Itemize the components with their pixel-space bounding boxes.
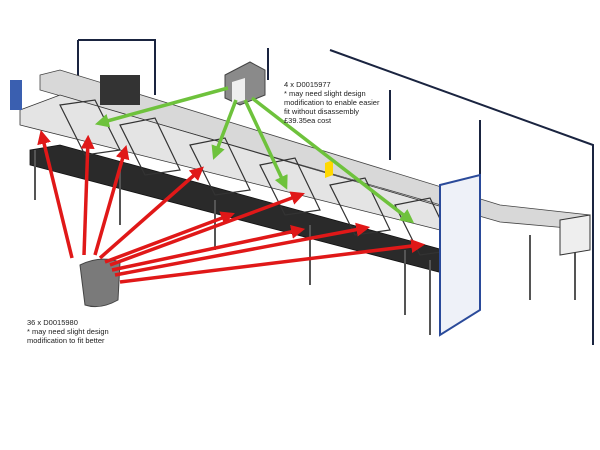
bottom-part-note-1: * may need slight design bbox=[27, 327, 109, 336]
top-part-cost: £39.35ea cost bbox=[284, 116, 332, 125]
guard-cage bbox=[439, 173, 481, 337]
top-part-note-2: modification to enable easier bbox=[284, 98, 380, 107]
part-d0015977 bbox=[224, 61, 266, 106]
red-arrows bbox=[37, 129, 426, 284]
cabinet bbox=[100, 75, 140, 105]
control-panel bbox=[10, 80, 22, 110]
top-part-note-3: fit without disassembly bbox=[284, 107, 360, 116]
guard-frame bbox=[77, 39, 594, 345]
part-d0015980 bbox=[79, 258, 121, 308]
top-part-quantity: 4 x D0015977 bbox=[284, 80, 331, 89]
green-arrows bbox=[94, 86, 415, 224]
bottom-part-note-2: modification to fit better bbox=[27, 336, 105, 345]
bottom-part-quantity: 36 x D0015980 bbox=[27, 318, 78, 327]
top-part-note-1: * may need slight design bbox=[284, 89, 366, 98]
